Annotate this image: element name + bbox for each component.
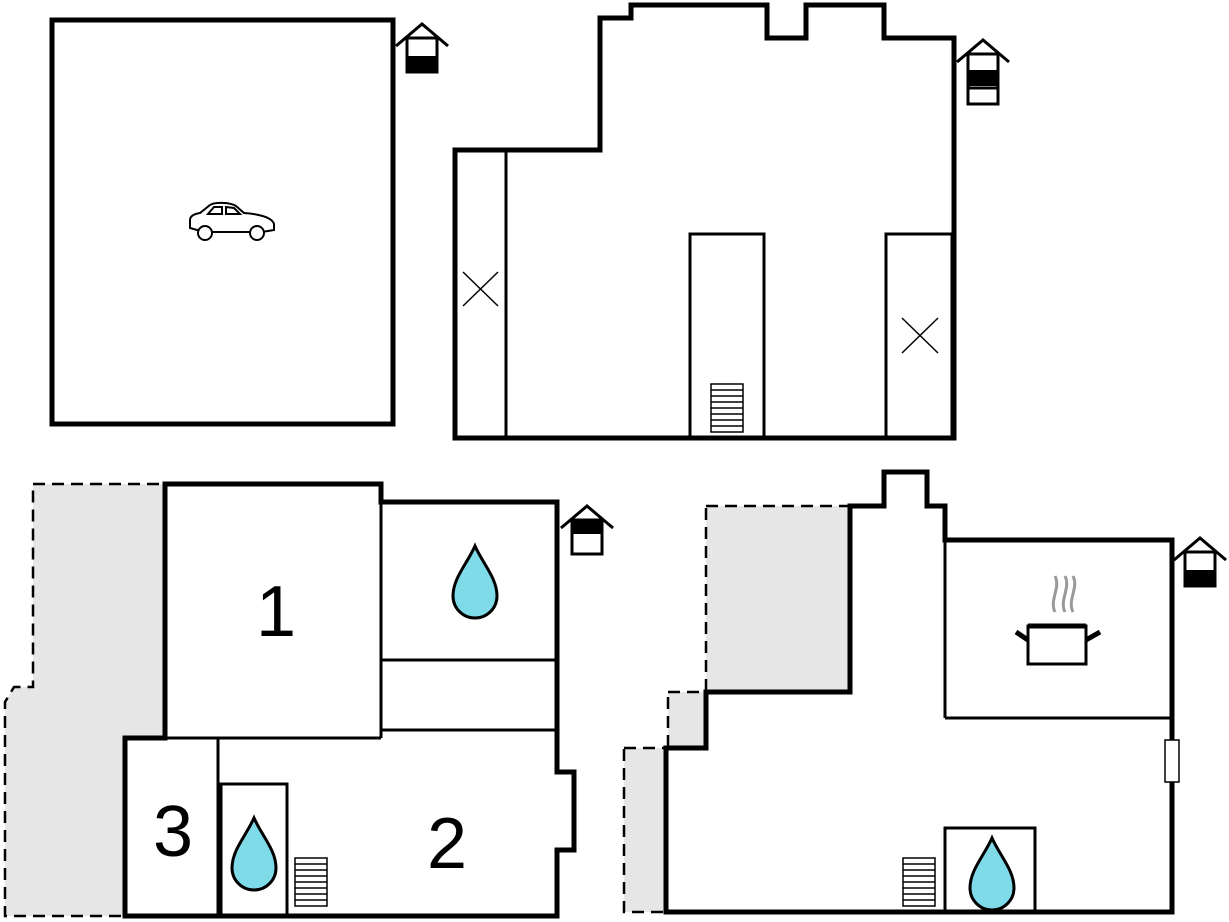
house-floor-marker-icon (394, 22, 450, 74)
upper-floor-outline (452, 2, 957, 441)
water-drop-icon (230, 816, 278, 892)
room-number-label: 3 (153, 792, 193, 872)
room-number-label: 1 (256, 572, 296, 652)
upper-floor-plan (452, 2, 1011, 441)
room-number-label: 2 (427, 804, 467, 884)
ground-floor-plan (622, 469, 1228, 915)
stairwell (688, 232, 766, 440)
terrace-area (704, 504, 852, 694)
car-icon (189, 201, 275, 241)
window-icon (1164, 739, 1180, 783)
bathroom (943, 826, 1037, 914)
garage-plan (49, 17, 450, 427)
bedroom-floor-plan: 1 2 3 (3, 481, 615, 919)
terrace-area (666, 690, 708, 750)
ground-floor-outline (663, 469, 1175, 915)
cooking-pot-icon (1014, 575, 1102, 666)
stairs-icon (902, 857, 936, 907)
water-drop-icon (968, 836, 1016, 912)
water-drop-icon (451, 544, 499, 620)
side-room (884, 232, 954, 440)
terrace-area (622, 746, 668, 914)
cross-mark-icon (901, 317, 939, 354)
stairs-icon (294, 857, 328, 907)
house-floor-marker-icon (559, 504, 615, 556)
house-floor-marker-icon (1172, 536, 1228, 588)
terrace-area (3, 482, 167, 918)
house-floor-marker-icon (955, 38, 1011, 106)
bathroom-stall (219, 782, 289, 918)
garage-outline (49, 17, 396, 427)
stairs-icon (710, 383, 744, 433)
cross-mark-icon (462, 271, 499, 307)
